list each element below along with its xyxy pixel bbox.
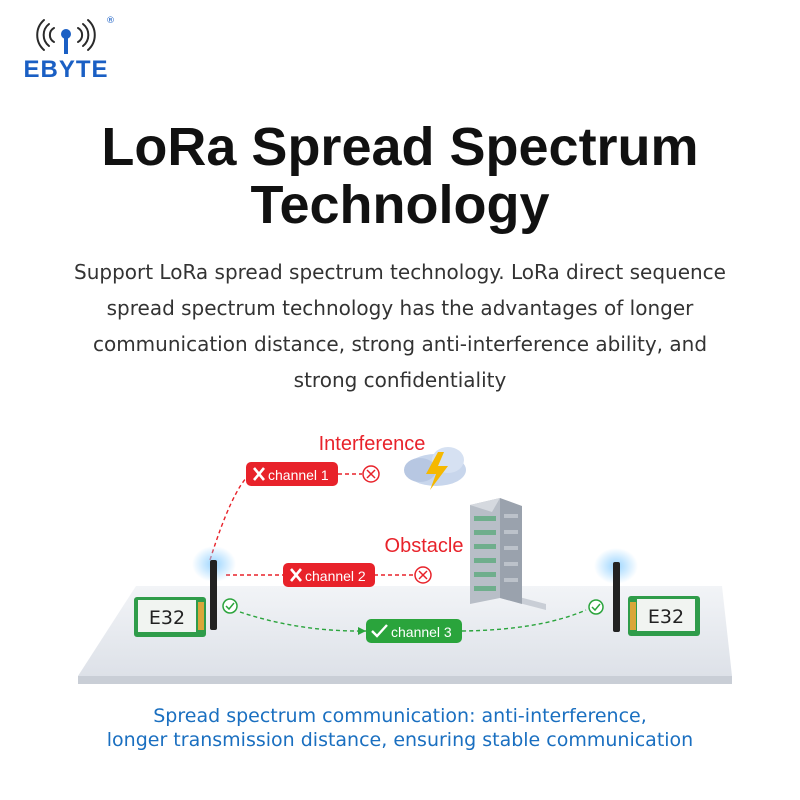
channel-2-label: channel 2 [305,568,366,584]
description: Support LoRa spread spectrum technology.… [74,260,726,392]
interference-label: Interference [319,433,426,455]
module-left-label: E32 [149,607,185,629]
signal-icon [36,19,96,54]
obstacle-label: Obstacle [385,535,464,557]
cross-icon [290,568,302,582]
building-icon [470,498,546,610]
cross-icon [253,467,265,481]
caption-line-2: longer transmission distance, ensuring s… [106,729,694,751]
check-icon [225,602,235,611]
channel-3-label: channel 3 [391,624,452,640]
caption: Spread spectrum communication: anti-inte… [0,704,800,752]
ebyte-logo: ® EBYTE [10,14,122,83]
blocked-icon [414,566,432,584]
module-right: E32 [588,548,700,636]
module-right-label: E32 [648,606,684,628]
channel-3-path-right [461,609,587,632]
channel-3-path-left [239,611,367,632]
channel-3-badge: channel 3 [366,619,462,643]
channel-3-arrow [358,627,366,635]
channel-2-badge: channel 2 [283,563,375,587]
page-title: LoRa Spread Spectrum Technology [101,117,699,235]
registered-mark: ® [106,16,115,26]
check-icon [371,624,388,638]
storm-cloud-icon [404,447,466,490]
check-icon [591,603,601,612]
caption-line-1: Spread spectrum communication: anti-inte… [153,705,647,727]
channel-1-label: channel 1 [268,467,329,483]
blocked-icon [362,465,380,483]
channel-1-badge: channel 1 [246,462,338,486]
module-left: E32 [134,546,238,637]
brand-name: EBYTE [23,56,109,83]
lora-diagram: E32 E32 Interference Obstacle channel 1 … [78,433,732,684]
